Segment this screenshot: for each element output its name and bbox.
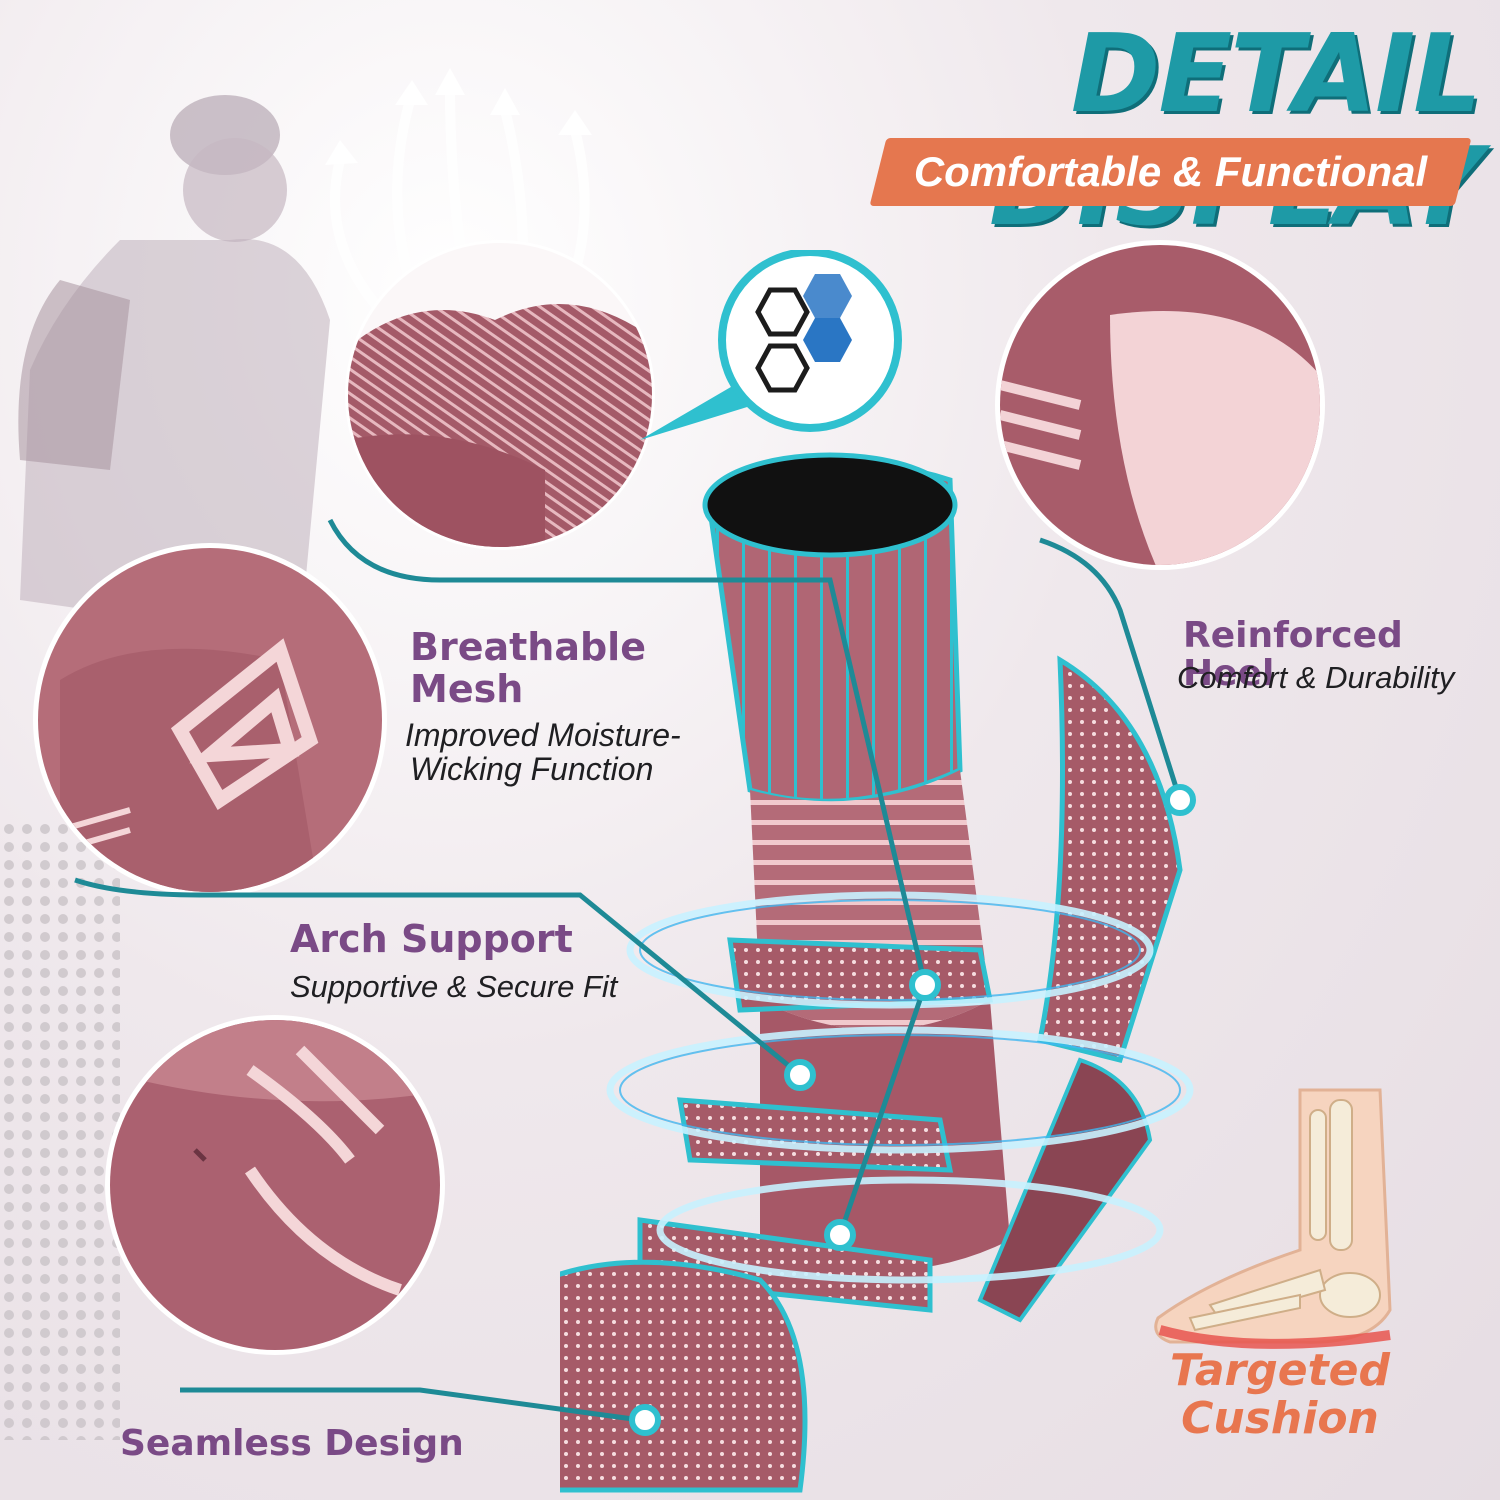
arch-hotspot xyxy=(909,969,941,1001)
heel-desc: Comfort & Durability xyxy=(1177,660,1455,695)
breathable-desc-line2: Wicking Function xyxy=(410,751,654,787)
seamless-toe-closeup xyxy=(105,1015,445,1355)
breathable-desc-line1: Improved Moisture- xyxy=(405,717,681,753)
heel-title: Reinforced Heel xyxy=(1183,615,1403,694)
exploded-sock-illustration xyxy=(560,452,1194,1493)
foot-skeleton-icon xyxy=(1154,1088,1392,1349)
cushion-title-line2: Cushion xyxy=(1181,1393,1379,1444)
sock-side-closeup xyxy=(33,543,387,897)
seamless-title: Seamless Design xyxy=(120,1423,464,1464)
page-subtitle: Comfortable & Functional xyxy=(913,148,1428,195)
hiker-background-image xyxy=(18,95,330,640)
reinforced-heel-closeup xyxy=(995,240,1325,570)
dot-pattern-decoration xyxy=(0,820,120,1440)
breathable-title-line2: Mesh xyxy=(410,667,524,711)
arch-title: Arch Support xyxy=(290,917,573,961)
breathable-mesh-closeup xyxy=(345,240,655,550)
breathable-title-line1: Breathable xyxy=(410,625,646,669)
honeycomb-mesh-icon xyxy=(640,250,902,440)
cushion-title-line1: Targeted xyxy=(1170,1345,1390,1396)
arch-desc: Supportive & Secure Fit xyxy=(290,969,618,1004)
